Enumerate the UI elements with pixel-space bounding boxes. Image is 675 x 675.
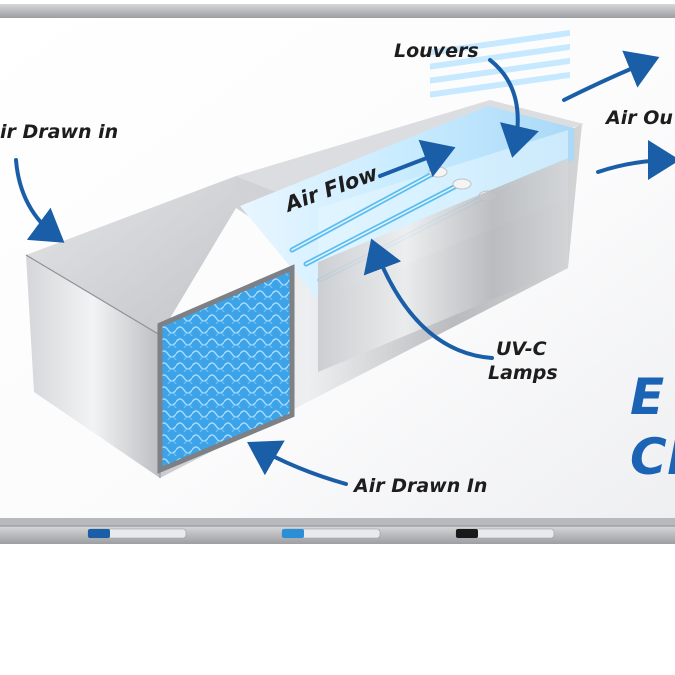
black-marker[interactable] [455,528,555,539]
arrow-air-out-1 [562,50,660,102]
label-air-drawn-in-top: ir Drawn in [0,121,119,143]
label-louvers: Louvers [394,40,479,62]
headline-word-1: E [630,368,665,426]
label-uv-c-line2: Lamps [488,362,558,384]
whiteboard: ir Drawn in Louvers Air Ou Air Flow UV-C… [0,4,675,544]
blue-marker[interactable] [87,528,187,539]
arrow-air-drawn-in-bottom [247,440,348,486]
board-frame-top [0,4,675,18]
board-frame-bottom [0,518,675,526]
arrow-uv-c-lamps [363,238,494,360]
arrow-air-drawn-in-top [14,158,65,243]
label-air-out: Air Ou [606,107,673,129]
label-air-drawn-in-bottom: Air Drawn In [354,475,488,497]
headline-word-2: Cl [630,428,675,486]
arrow-air-flow [378,139,456,178]
air-filter-mesh [157,264,295,474]
arrow-louvers [488,58,539,158]
uv-air-purifier-unit [25,29,584,478]
whiteboard-drawing [0,4,675,544]
light-blue-marker[interactable] [281,528,381,539]
arrow-air-out-2 [596,140,675,181]
label-uv-c-line1: UV-C [496,338,547,360]
